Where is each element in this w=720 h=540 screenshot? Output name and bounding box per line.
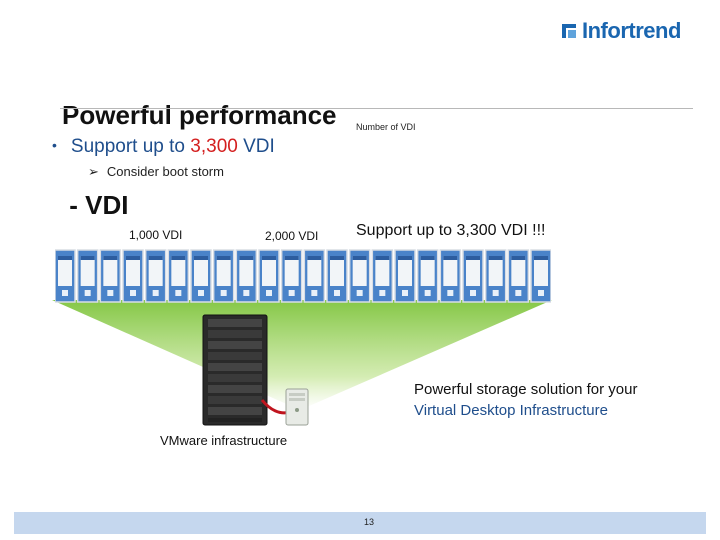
- slide-title: Powerful performance - VDI: [62, 40, 337, 250]
- label-3300-vdi: Support up to 3,300 VDI !!!: [356, 222, 546, 239]
- windows-desktop-icon: [326, 249, 348, 303]
- vmware-label: VMware infrastructure: [160, 433, 288, 448]
- windows-desktop-icon: [371, 249, 394, 303]
- sub-bullet-text: Consider boot storm: [106, 164, 224, 179]
- main-bullet: • Support up to 3,300 VDI: [52, 136, 275, 158]
- footer-band: [14, 512, 706, 534]
- windows-desktop-icon: [484, 249, 507, 303]
- page-number: 13: [364, 517, 375, 527]
- windows-desktop-icon: [258, 249, 280, 303]
- logo-text: Infortrend: [582, 18, 681, 43]
- windows-desktop-icon: [144, 249, 167, 303]
- windows-desktop-icon: [507, 249, 530, 303]
- tagline-line-1: Powerful storage solution for your: [414, 381, 638, 398]
- windows-desktop-icon: [99, 249, 122, 303]
- bullet-suffix: VDI: [237, 136, 275, 157]
- windows-desktop-icon: [76, 249, 99, 303]
- title-divider: [60, 108, 693, 109]
- windows-desktop-icon: [394, 249, 416, 303]
- storage-tagline: Powerful storage solution for your Virtu…: [414, 379, 637, 421]
- windows-desktop-icon: [235, 249, 258, 303]
- bullet-prefix: Support up to: [70, 136, 191, 157]
- windows-desktop-icon: [462, 249, 484, 303]
- label-1000-vdi: 1,000 VDI: [129, 228, 183, 242]
- windows-desktop-icon: [439, 249, 462, 303]
- label-2000-vdi: 2,000 VDI: [265, 229, 319, 243]
- server-rack-icon: [202, 314, 268, 426]
- tagline-line-2: Virtual Desktop Infrastructure: [414, 402, 608, 419]
- title-line-2: - VDI: [62, 190, 129, 220]
- infortrend-logo: Infortrend: [558, 18, 681, 44]
- windows-desktop-icon: [303, 249, 326, 303]
- title-line-1: Powerful performance: [62, 100, 337, 130]
- windows-desktop-icon: [190, 249, 212, 303]
- windows-desktop-icon: [122, 249, 144, 303]
- sub-bullet: ➢ Consider boot storm: [88, 164, 224, 180]
- windows-desktop-icon: [280, 249, 303, 303]
- windows-desktop-icon: [55, 249, 76, 303]
- windows-desktop-icon: [530, 249, 551, 303]
- windows-desktop-icon: [167, 249, 190, 303]
- windows-desktop-icon: [348, 249, 371, 303]
- number-of-vdi-label: Number of VDI: [356, 122, 416, 132]
- bullet-dot-icon: •: [52, 137, 57, 153]
- bullet-highlight: 3,300: [190, 136, 238, 157]
- vdi-desktop-row: [55, 249, 551, 303]
- windows-desktop-icon: [416, 249, 439, 303]
- infortrend-logo-icon: [562, 24, 576, 38]
- windows-desktop-icon: [212, 249, 235, 303]
- desktop-pc-icon: [285, 388, 309, 426]
- arrow-bullet-icon: ➢: [88, 164, 99, 179]
